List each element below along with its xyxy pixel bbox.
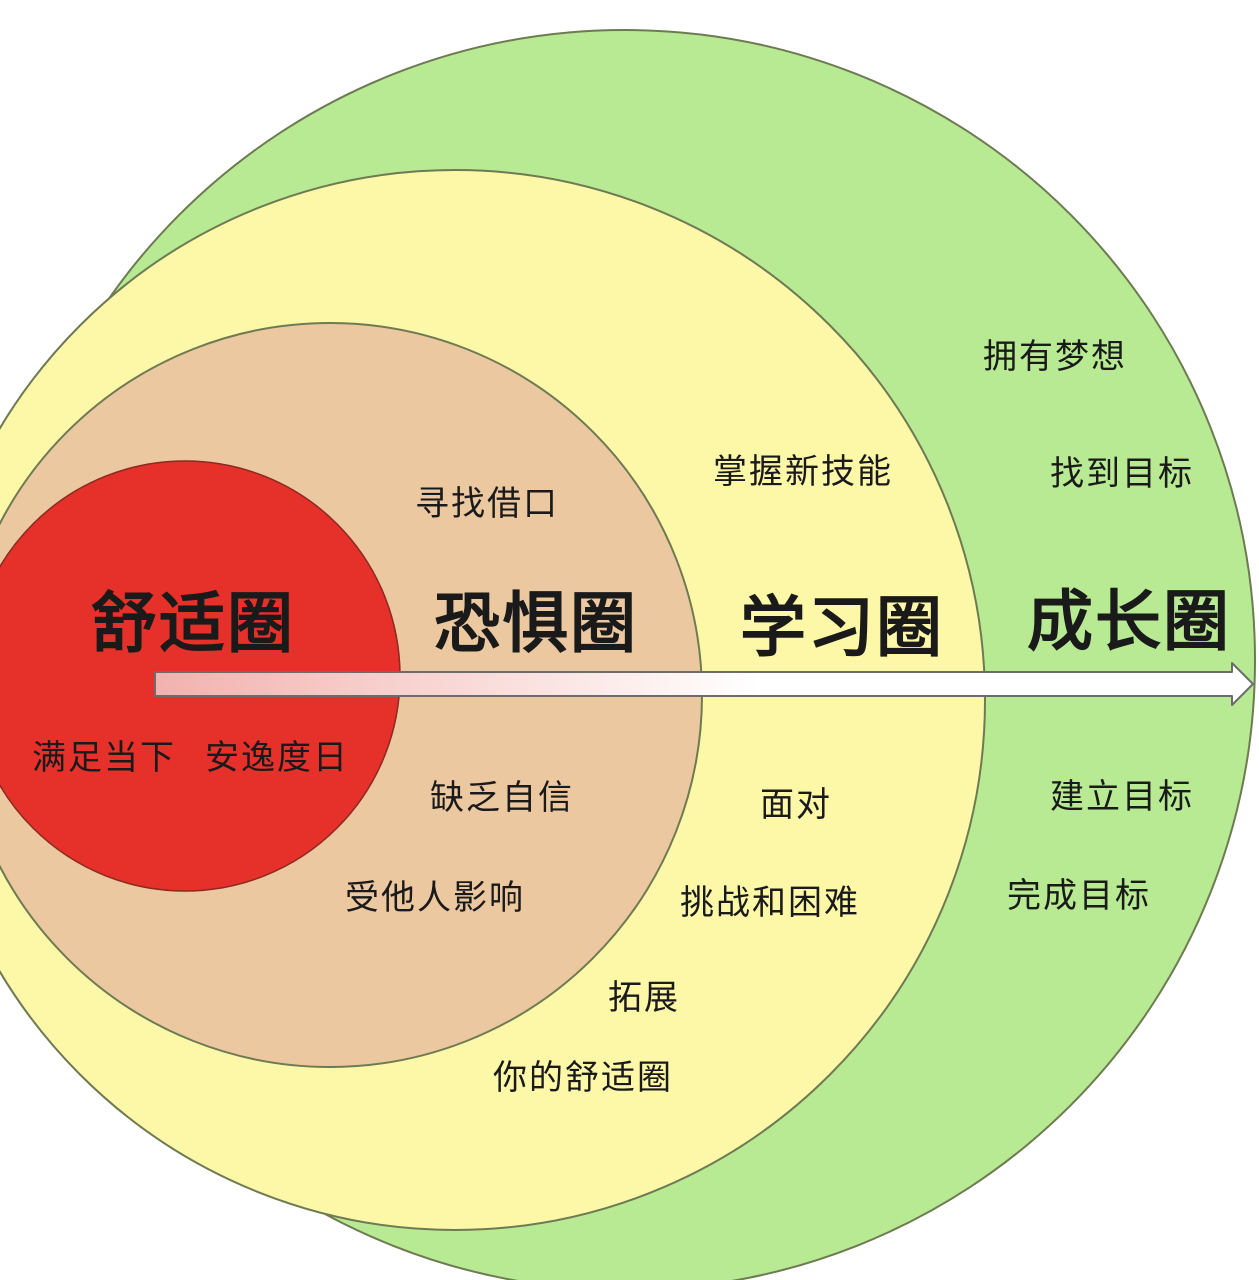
fear-note-2: 缺乏自信 [430,778,574,818]
growth-zone-title: 成长圈 [1027,583,1231,660]
learning-note-4: 拓展 [608,978,680,1018]
learning-zone-title: 学习圈 [740,589,944,666]
growth-note-2: 找到目标 [1050,454,1194,494]
fear-zone-title: 恐惧圈 [434,585,638,662]
growth-note-3: 建立目标 [1050,777,1194,817]
learning-note-5: 你的舒适圈 [493,1058,673,1098]
growth-direction-arrow [154,662,1254,706]
learning-note-1: 掌握新技能 [713,452,893,492]
fear-note-3: 受他人影响 [345,878,525,918]
fear-note-1: 寻找借口 [415,484,559,524]
growth-note-1: 拥有梦想 [983,337,1127,377]
comfort-note-1: 满足当下 [32,738,176,778]
growth-note-4: 完成目标 [1007,876,1151,916]
comfort-note-2: 安逸度日 [205,738,349,778]
comfort-zone-title: 舒适圈 [91,585,295,662]
learning-note-2: 面对 [760,785,832,825]
learning-note-3: 挑战和困难 [680,883,860,923]
